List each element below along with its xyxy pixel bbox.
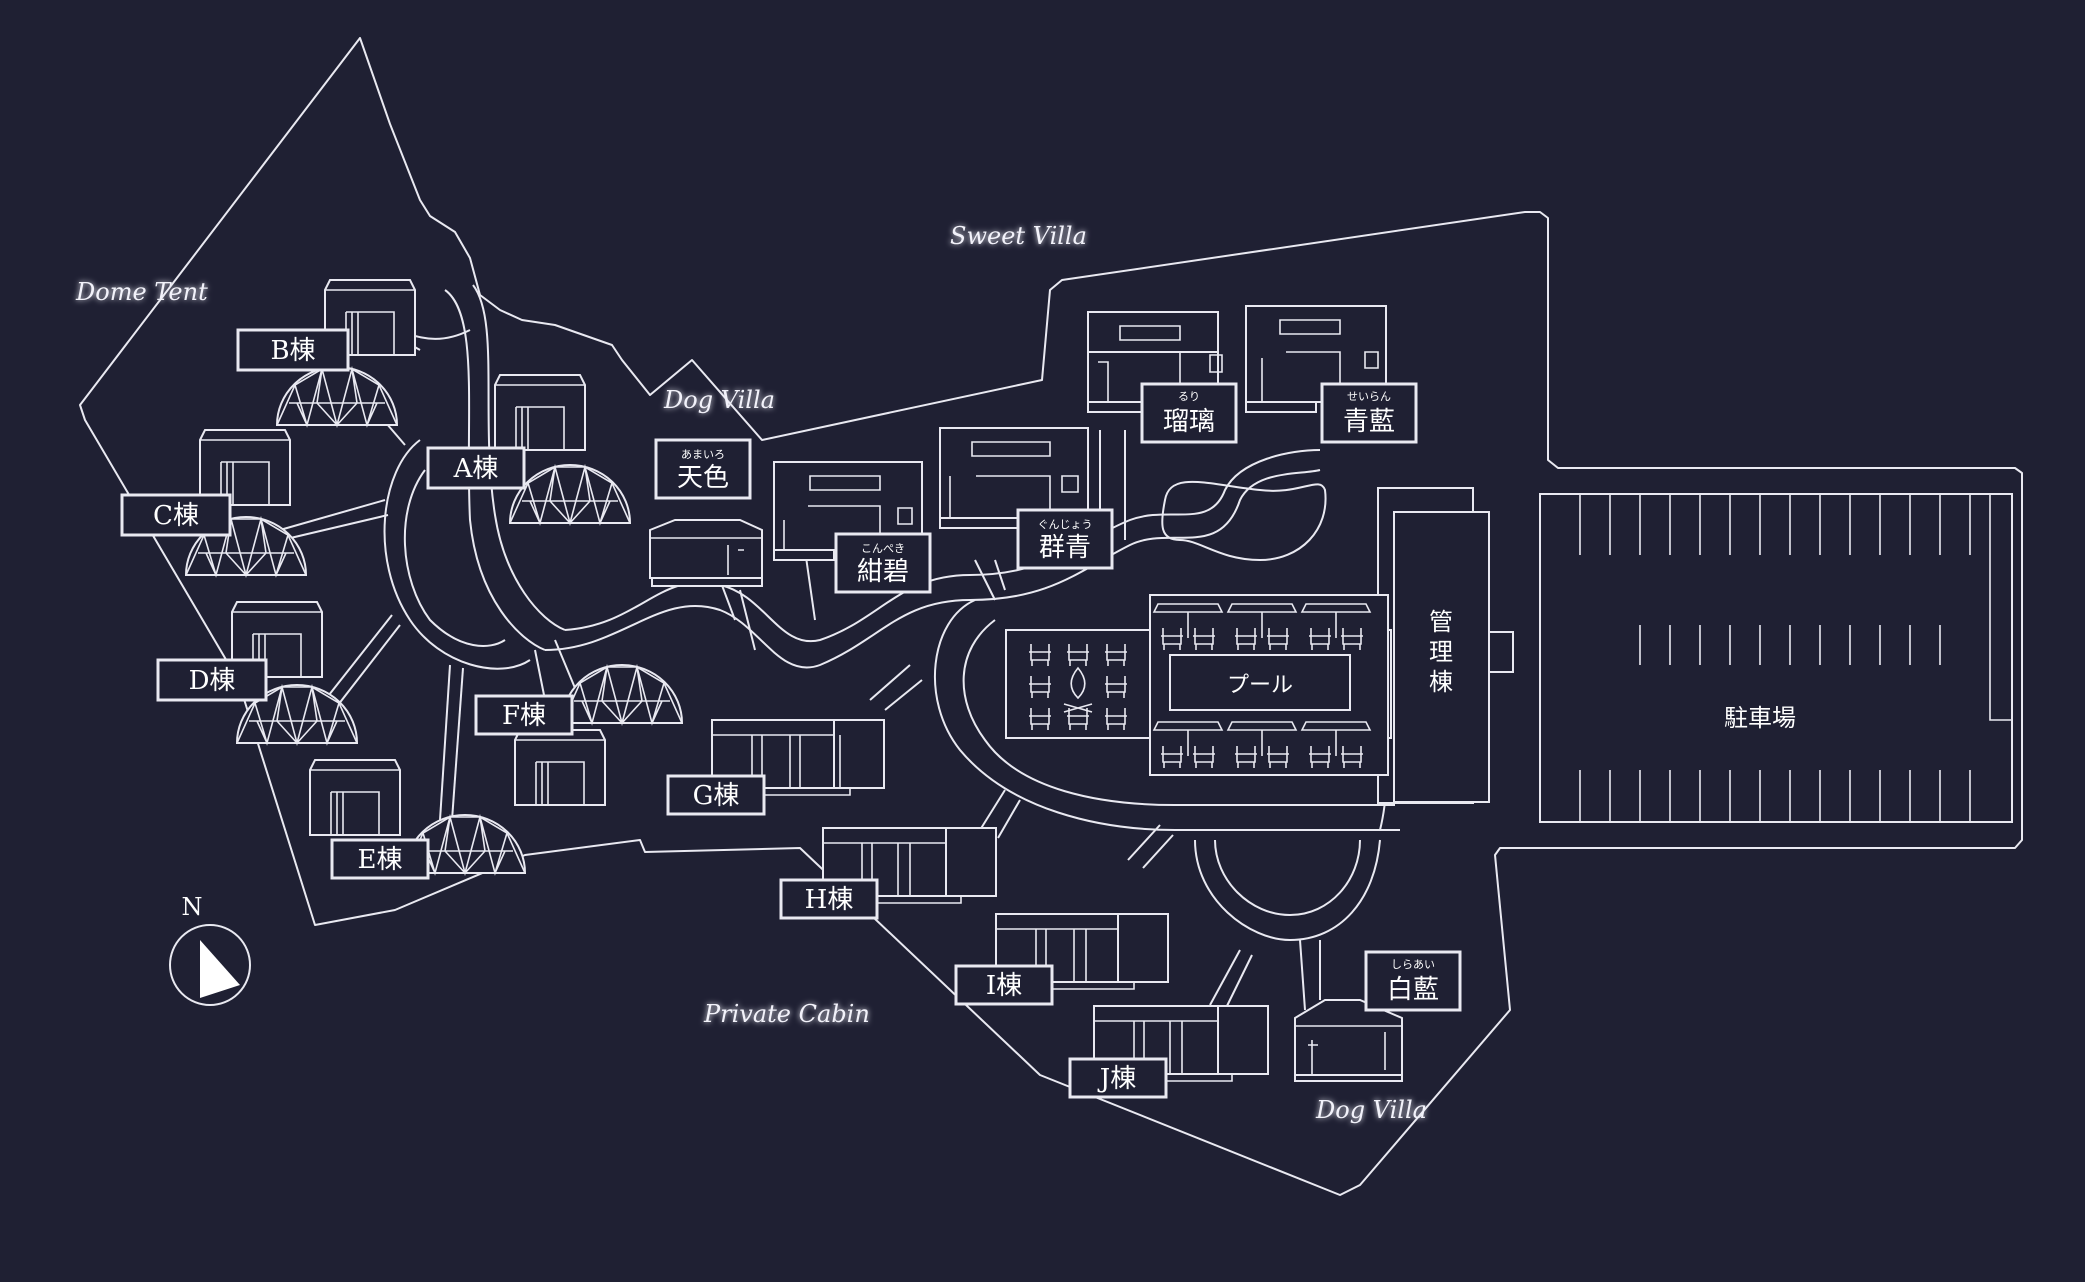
unit-label-a[interactable]: A棟: [426, 446, 526, 490]
unit-label-g[interactable]: G棟: [666, 774, 766, 816]
area-label-dome-tent: Dome Tent: [75, 278, 208, 306]
area-label-dog-villa-south: Dog Villa: [1315, 1096, 1427, 1124]
svg-text:G棟: G棟: [693, 781, 740, 811]
svg-text:I棟: I棟: [986, 971, 1022, 1001]
svg-text:J棟: J棟: [1097, 1064, 1136, 1094]
villa-label-amairo[interactable]: あまいろ 天色: [654, 438, 752, 500]
villa-label-seiran[interactable]: せいらん 青藍: [1320, 382, 1418, 444]
svg-text:E棟: E棟: [358, 845, 403, 875]
management-label-3: 棟: [1429, 668, 1453, 696]
svg-text:天色: 天色: [677, 463, 729, 493]
svg-text:C棟: C棟: [153, 501, 199, 531]
area-label-dog-villa-north: Dog Villa: [663, 386, 775, 414]
unit-label-c[interactable]: C棟: [120, 493, 232, 537]
svg-text:白藍: 白藍: [1387, 975, 1439, 1005]
villa-label-gunjo[interactable]: ぐんじょう 群青: [1016, 508, 1114, 570]
compass-north-label: N: [182, 893, 203, 921]
svg-text:るり: るり: [1178, 390, 1200, 403]
unit-label-j[interactable]: J棟: [1068, 1057, 1168, 1099]
svg-text:ぐんじょう: ぐんじょう: [1038, 518, 1093, 531]
svg-text:こんぺき: こんぺき: [861, 542, 905, 555]
parking-lot: 駐車場: [1539, 493, 2013, 823]
site-boundary: [79, 37, 2023, 1196]
unit-label-i[interactable]: I棟: [954, 964, 1054, 1006]
management-label-1: 管: [1429, 608, 1453, 636]
svg-text:群青: 群青: [1039, 533, 1091, 563]
parking-label: 駐車場: [1724, 704, 1796, 732]
compass-icon: N: [169, 893, 251, 1006]
management-label-2: 理: [1429, 638, 1453, 666]
area-label-sweet-villa: Sweet Villa: [950, 222, 1087, 250]
svg-text:D棟: D棟: [189, 666, 236, 696]
svg-text:しらあい: しらあい: [1391, 958, 1435, 971]
unit-label-h[interactable]: H棟: [779, 878, 879, 920]
svg-text:A棟: A棟: [453, 454, 499, 484]
svg-text:青藍: 青藍: [1343, 407, 1395, 437]
svg-text:H棟: H棟: [805, 885, 854, 915]
pool-area: プール: [1005, 594, 1392, 776]
svg-text:B棟: B棟: [270, 336, 315, 366]
svg-text:F棟: F棟: [502, 701, 546, 731]
cabin-icon: [711, 719, 1269, 1082]
management-building: 管 理 棟: [1377, 487, 1514, 804]
unit-label-d[interactable]: D棟: [156, 658, 268, 702]
campfire-icon: [1063, 666, 1093, 713]
unit-label-e[interactable]: E棟: [330, 838, 430, 880]
area-label-private-cabin: Private Cabin: [703, 1000, 870, 1028]
svg-text:瑠璃: 瑠璃: [1163, 407, 1215, 437]
unit-label-b[interactable]: B棟: [236, 328, 350, 372]
villa-label-ruri[interactable]: るり 瑠璃: [1140, 382, 1238, 444]
villa-label-konpeki[interactable]: こんぺき 紺碧: [834, 532, 932, 594]
unit-label-f[interactable]: F棟: [474, 694, 574, 736]
villa-label-shiraai[interactable]: しらあい 白藍: [1364, 950, 1462, 1012]
svg-text:あまいろ: あまいろ: [681, 448, 725, 461]
svg-text:せいらん: せいらん: [1347, 390, 1391, 403]
pool-label: プール: [1227, 673, 1293, 698]
svg-text:紺碧: 紺碧: [857, 557, 909, 587]
